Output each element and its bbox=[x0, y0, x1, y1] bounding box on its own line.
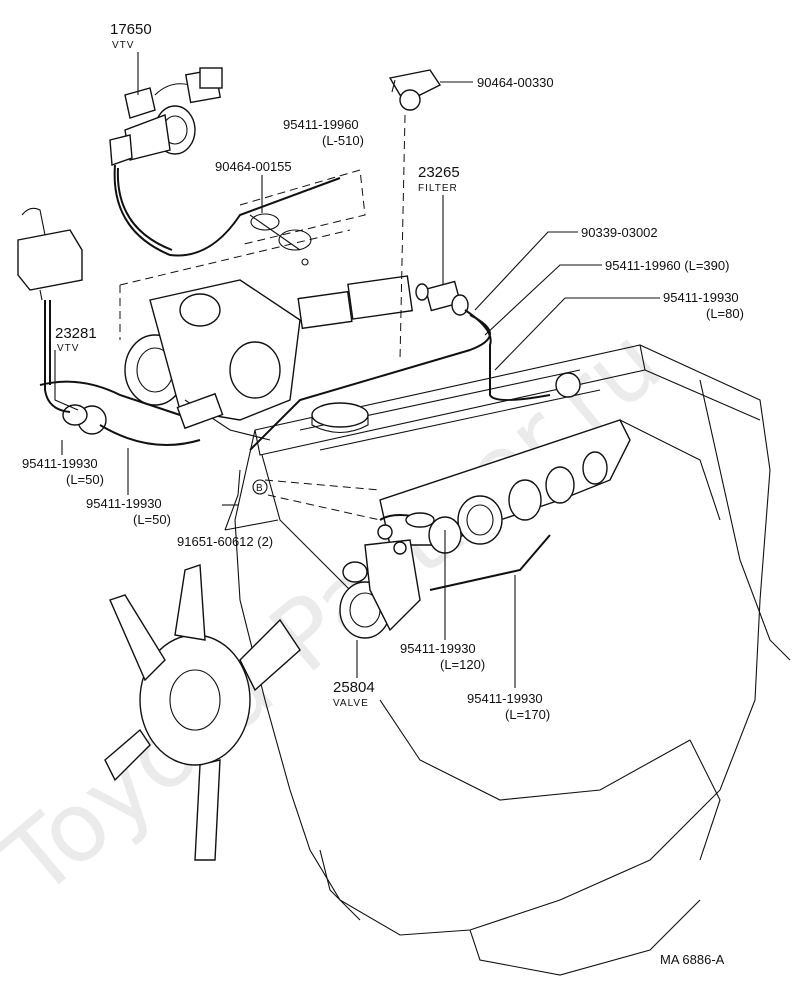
throttle-body bbox=[124, 279, 301, 441]
label-95411-19930-a-len: (L=80) bbox=[706, 306, 744, 321]
label-23281: 23281 bbox=[55, 325, 97, 342]
label-95411-19930-b-len: (L=50) bbox=[66, 472, 104, 487]
ref-b-circle bbox=[252, 479, 268, 495]
label-95411-19930-d-len: (L=120) bbox=[440, 657, 485, 672]
leader-lines bbox=[54, 52, 660, 688]
label-90464-00155: 90464-00155 bbox=[215, 159, 292, 174]
label-95411-19960-b: 95411-19960 (L=390) bbox=[605, 258, 729, 273]
label-95411-19930-e-len: (L=170) bbox=[505, 707, 550, 722]
label-23265-name: FILTER bbox=[418, 183, 458, 194]
label-90339-03002: 90339-03002 bbox=[581, 225, 658, 240]
label-95411-19960-a-len: (L-510) bbox=[322, 133, 364, 148]
clamp-90464-00330[interactable] bbox=[388, 69, 442, 111]
label-25804: 25804 bbox=[333, 679, 375, 696]
label-23265: 23265 bbox=[418, 164, 460, 181]
label-17650: 17650 bbox=[110, 21, 152, 38]
label-17650-name: VTV bbox=[112, 40, 134, 51]
vtv-17650[interactable] bbox=[109, 67, 223, 166]
label-95411-19930-b: 95411-19930 bbox=[22, 456, 98, 471]
engine-block bbox=[234, 275, 791, 976]
valve-25804[interactable] bbox=[339, 524, 421, 639]
label-90464-00330: 90464-00330 bbox=[477, 75, 554, 90]
label-95411-19930-e: 95411-19930 bbox=[467, 691, 543, 706]
label-95411-19960-a: 95411-19960 bbox=[283, 117, 359, 132]
label-25804-name: VALVE bbox=[333, 698, 369, 709]
cooling-fan bbox=[104, 564, 301, 861]
part-labels: 17650 VTV 90464-00330 95411-19960 (L-510… bbox=[22, 21, 744, 967]
clamp-90464-00155[interactable] bbox=[249, 213, 312, 266]
vacuum-hoses bbox=[39, 164, 581, 591]
filter-23265[interactable] bbox=[415, 280, 469, 316]
reference-lines bbox=[119, 114, 406, 521]
label-91651-60612: 91651-60612 (2) bbox=[177, 534, 273, 549]
label-23281-name: VTV bbox=[57, 343, 79, 354]
label-95411-19930-d: 95411-19930 bbox=[400, 641, 476, 656]
vtv-23281[interactable] bbox=[17, 207, 107, 435]
label-ref-b: B bbox=[256, 483, 263, 494]
label-95411-19930-c: 95411-19930 bbox=[86, 496, 162, 511]
label-95411-19930-c-len: (L=50) bbox=[133, 512, 171, 527]
drawing-code: MA 6886-A bbox=[660, 952, 725, 967]
label-95411-19930-a: 95411-19930 bbox=[663, 290, 739, 305]
